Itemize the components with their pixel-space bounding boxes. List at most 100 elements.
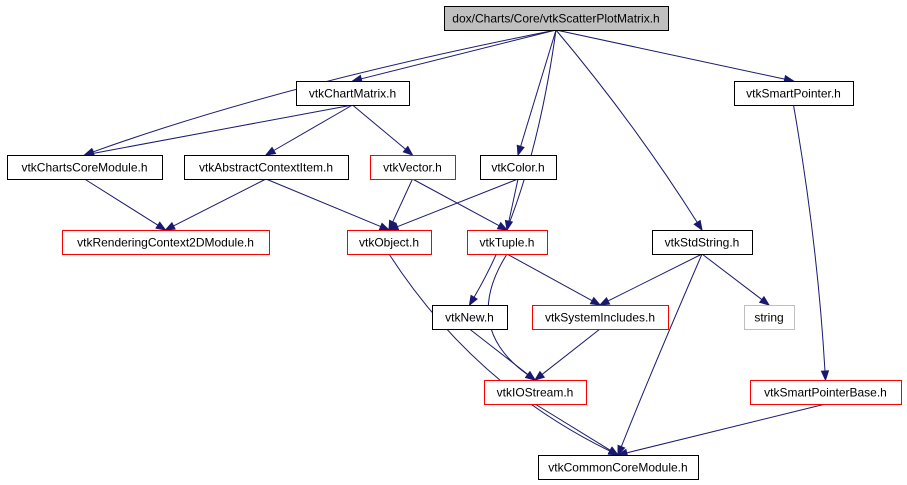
node-label: vtkIOStream.h — [497, 386, 574, 400]
arrow-head — [524, 370, 537, 381]
edge-line — [388, 253, 611, 452]
node-new[interactable]: vtkNew.h — [432, 305, 508, 330]
edge-root-to-stdstring — [555, 29, 703, 232]
node-box — [347, 230, 432, 255]
node-sysincludes[interactable]: vtkSystemIncludes.h — [532, 305, 669, 330]
node-iostream[interactable]: vtkIOStream.h — [484, 380, 587, 405]
edge-chartmatrix-to-abstractcontext — [264, 104, 353, 156]
edge-abstractcontext-to-rendering2d — [164, 178, 267, 231]
edge-line — [555, 29, 785, 80]
arrow-head — [468, 294, 478, 307]
edge-line — [173, 178, 267, 227]
node-box — [62, 230, 270, 255]
edge-vector-to-tuple — [412, 178, 509, 231]
edge-line — [607, 253, 703, 302]
arrow-head — [607, 446, 620, 456]
node-label: vtkSmartPointer.h — [746, 87, 841, 101]
node-box — [744, 305, 795, 330]
node-string[interactable]: string — [744, 305, 795, 330]
node-rendering2d[interactable]: vtkRenderingContext2DModule.h — [62, 230, 270, 255]
arrow-head — [598, 296, 611, 306]
arrow-head — [504, 219, 514, 232]
edge-tuple-to-sysincludes — [506, 253, 602, 306]
edge-iostream-to-commoncore — [534, 403, 620, 456]
edge-line — [506, 253, 593, 302]
arrow-head — [533, 370, 546, 381]
node-label: vtkObject.h — [359, 236, 419, 250]
node-label: string — [754, 311, 783, 325]
node-label: vtkCommonCoreModule.h — [548, 461, 687, 475]
node-label: vtkRenderingContext2DModule.h — [77, 236, 254, 250]
edge-line — [793, 104, 826, 372]
node-box — [296, 81, 410, 106]
edge-abstractcontext-to-object — [265, 178, 391, 231]
node-object[interactable]: vtkObject.h — [347, 230, 432, 255]
edge-stdstring-to-commoncore — [617, 253, 703, 457]
edge-line — [520, 29, 557, 147]
edge-line — [412, 178, 500, 227]
node-chartmatrix[interactable]: vtkChartMatrix.h — [296, 81, 410, 106]
arrow-head — [155, 221, 167, 231]
node-box — [467, 230, 548, 255]
node-label: vtkChartsCoreModule.h — [21, 161, 147, 175]
edge-stdstring-to-string — [701, 253, 771, 306]
edge-line — [473, 29, 557, 298]
arrow-head — [820, 370, 830, 382]
node-smartpointerbase[interactable]: vtkSmartPointerBase.h — [750, 380, 902, 405]
edge-line — [534, 403, 611, 451]
node-smartpointer[interactable]: vtkSmartPointer.h — [734, 81, 854, 106]
arrow-head — [693, 219, 703, 232]
node-box — [652, 230, 753, 255]
edge-line — [508, 178, 519, 222]
edge-line — [93, 104, 353, 154]
arrow-head — [378, 222, 391, 231]
node-color[interactable]: vtkColor.h — [480, 155, 557, 180]
node-box — [480, 155, 557, 180]
edge-root-to-chartmatrix — [351, 29, 557, 83]
node-root[interactable]: dox/Charts/Core/vtkScatterPlotMatrix.h — [444, 6, 669, 31]
node-label: vtkStdString.h — [665, 236, 740, 250]
arrow-head — [516, 144, 525, 157]
node-label: vtkTuple.h — [480, 236, 535, 250]
edge-line — [701, 253, 763, 300]
edge-line — [273, 104, 353, 151]
arrow-head — [617, 444, 626, 457]
node-chartscore[interactable]: vtkChartsCoreModule.h — [7, 155, 163, 180]
node-box — [432, 305, 508, 330]
nodes-layer: dox/Charts/Core/vtkScatterPlotMatrix.h vt… — [7, 6, 902, 480]
edge-line — [392, 178, 413, 223]
edge-line — [541, 328, 601, 375]
edge-line — [84, 178, 159, 226]
node-vector[interactable]: vtkVector.h — [370, 155, 456, 180]
node-label: vtkSystemIncludes.h — [545, 311, 655, 325]
edge-line — [620, 253, 703, 447]
arrow-head — [589, 296, 602, 306]
edge-smartpointer-to-smartpointerbase — [793, 104, 830, 382]
node-stdstring[interactable]: vtkStdString.h — [652, 230, 753, 255]
node-label: vtkNew.h — [445, 311, 494, 325]
node-label: vtkAbstractContextItem.h — [199, 161, 333, 175]
node-box — [734, 81, 854, 106]
node-label: vtkColor.h — [491, 161, 544, 175]
arrow-head — [264, 146, 277, 156]
node-commoncore[interactable]: vtkCommonCoreModule.h — [538, 455, 699, 480]
edge-line — [265, 178, 381, 228]
edge-line — [626, 403, 826, 454]
node-box — [444, 6, 669, 31]
node-box — [484, 380, 587, 405]
node-label: vtkChartMatrix.h — [309, 87, 396, 101]
edge-root-to-smartpointer — [555, 29, 795, 84]
edge-smartpointerbase-to-commoncore — [616, 403, 826, 457]
arrow-head — [496, 221, 509, 231]
edge-line — [397, 178, 519, 228]
edge-chartmatrix-to-vector — [352, 104, 414, 156]
node-box — [370, 155, 456, 180]
edges-layer — [83, 29, 830, 457]
node-abstractcontext[interactable]: vtkAbstractContextItem.h — [184, 155, 349, 180]
node-tuple[interactable]: vtkTuple.h — [467, 230, 548, 255]
node-label: dox/Charts/Core/vtkScatterPlotMatrix.h — [452, 12, 659, 26]
edge-line — [469, 328, 529, 375]
edge-root-to-new — [468, 29, 557, 307]
edge-color-to-tuple — [504, 178, 519, 232]
